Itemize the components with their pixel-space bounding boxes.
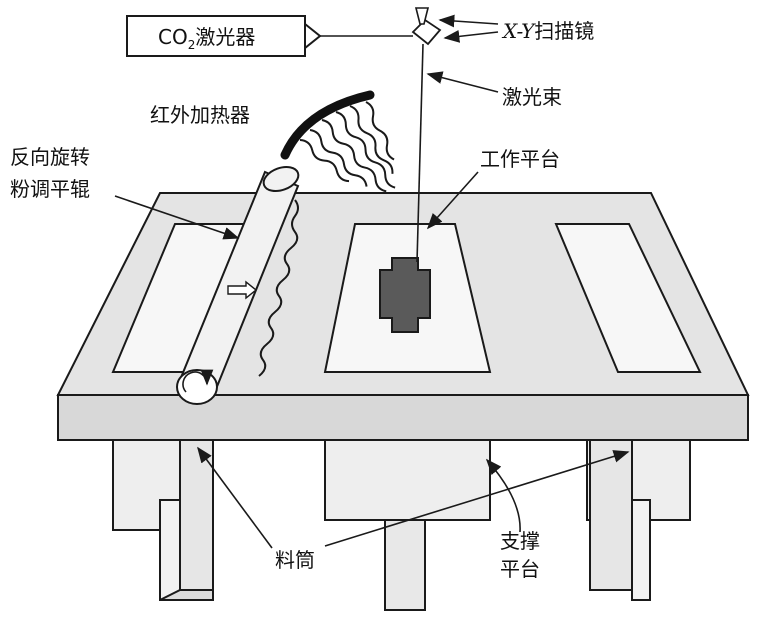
right-feed-cylinder bbox=[586, 439, 691, 601]
support-pointer bbox=[485, 458, 521, 533]
roller-label-line1: 反向旋转 bbox=[10, 145, 90, 169]
beam-label: 激光束 bbox=[502, 85, 562, 109]
feed-pointer-right bbox=[324, 450, 630, 547]
left-feed-cylinder bbox=[112, 439, 214, 601]
ir-heater bbox=[280, 90, 396, 193]
scanner-arrow-up bbox=[438, 14, 499, 28]
xy-scanner-mirror bbox=[411, 7, 442, 46]
platform-label: 工作平台 bbox=[480, 147, 560, 171]
roller-label-line2: 粉调平辊 bbox=[10, 177, 90, 201]
support-label-line2: 平台 bbox=[500, 557, 540, 581]
sintered-part bbox=[379, 257, 431, 333]
leveling-roller bbox=[176, 165, 300, 405]
platform-pointer bbox=[426, 171, 479, 230]
roller-pointer bbox=[114, 195, 240, 240]
co2-laser: CO2激光器 bbox=[126, 15, 322, 57]
support-label-line1: 支撑 bbox=[500, 529, 540, 553]
scanner-label: X-Y扫描镜 bbox=[501, 19, 594, 43]
ir-heater-label: 红外加热器 bbox=[150, 103, 250, 127]
scanner-arrow-down bbox=[443, 30, 499, 43]
support-platform-base bbox=[324, 439, 491, 611]
feed-cylinder-label: 料筒 bbox=[275, 548, 315, 572]
beam-pointer bbox=[426, 71, 499, 93]
feed-pointer-left bbox=[197, 446, 273, 549]
laser-label: CO2激光器 bbox=[158, 25, 255, 52]
laser-down-beam bbox=[416, 43, 424, 263]
right-opening bbox=[554, 223, 702, 373]
